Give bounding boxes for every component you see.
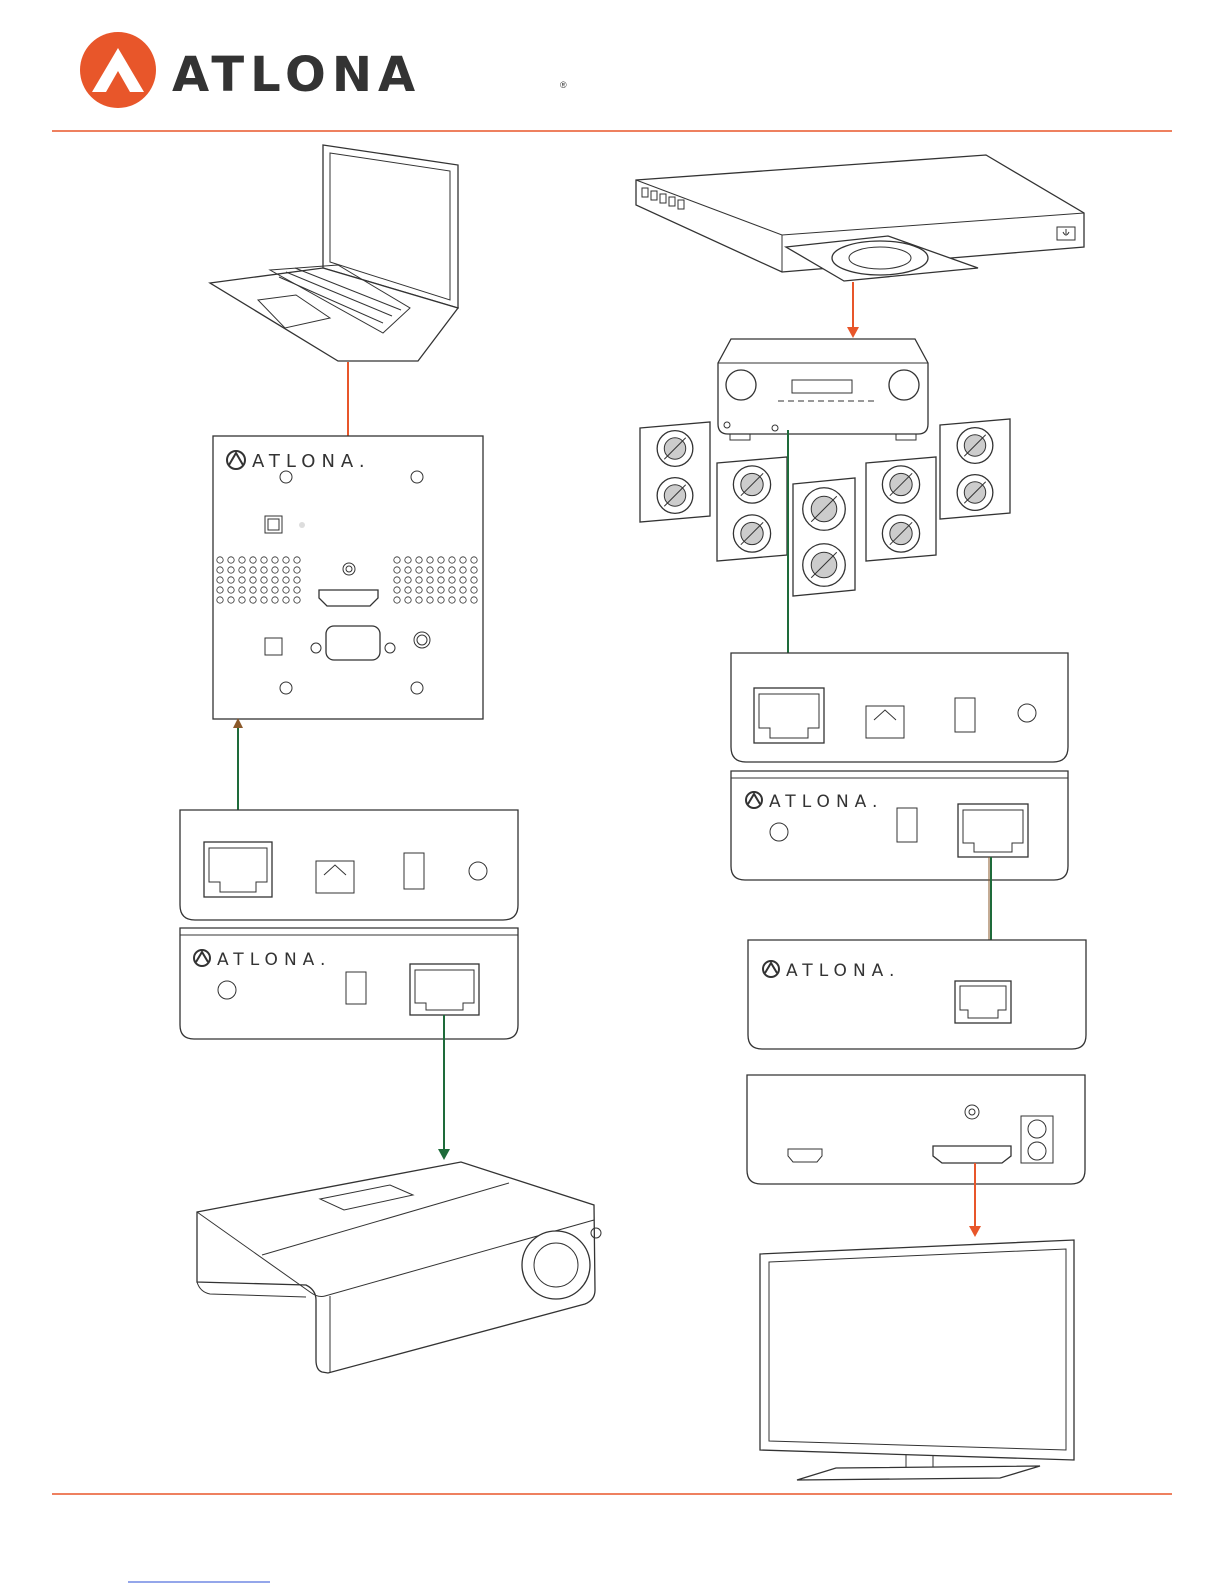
right-transmitter-front: ATLONA.	[731, 771, 1068, 880]
tv-icon	[760, 1240, 1074, 1480]
speaker-cabinet	[793, 478, 855, 596]
speaker-icon	[640, 419, 1010, 596]
brand-wordmark: ATLONA	[172, 47, 421, 103]
speaker-cabinet	[717, 457, 787, 561]
left-transmitter-logo: ATLONA.	[217, 950, 331, 970]
right-receiver-logo: ATLONA.	[786, 961, 900, 981]
speaker-cabinet	[866, 457, 936, 561]
trademark-symbol: ®	[560, 80, 567, 90]
right-transmitter-back	[731, 653, 1068, 762]
wallplate-icon: ATLONA.	[213, 436, 483, 719]
speaker-cabinet	[940, 419, 1010, 519]
right-receiver-front: ATLONA.	[748, 940, 1086, 1049]
laptop-icon	[210, 145, 458, 361]
av-receiver-icon	[718, 339, 928, 440]
right-receiver-back	[747, 1075, 1085, 1184]
speaker-cabinet	[640, 422, 710, 522]
projector-icon	[197, 1162, 601, 1373]
hdbaset-box-icon	[180, 810, 518, 920]
wallplate-logo-text: ATLONA.	[252, 451, 371, 472]
atlona-logo: ATLONA ®	[80, 32, 567, 108]
right-transmitter-logo: ATLONA.	[769, 792, 883, 812]
left-transmitter-front: ATLONA.	[180, 928, 518, 1039]
bluray-player-icon	[636, 155, 1084, 281]
